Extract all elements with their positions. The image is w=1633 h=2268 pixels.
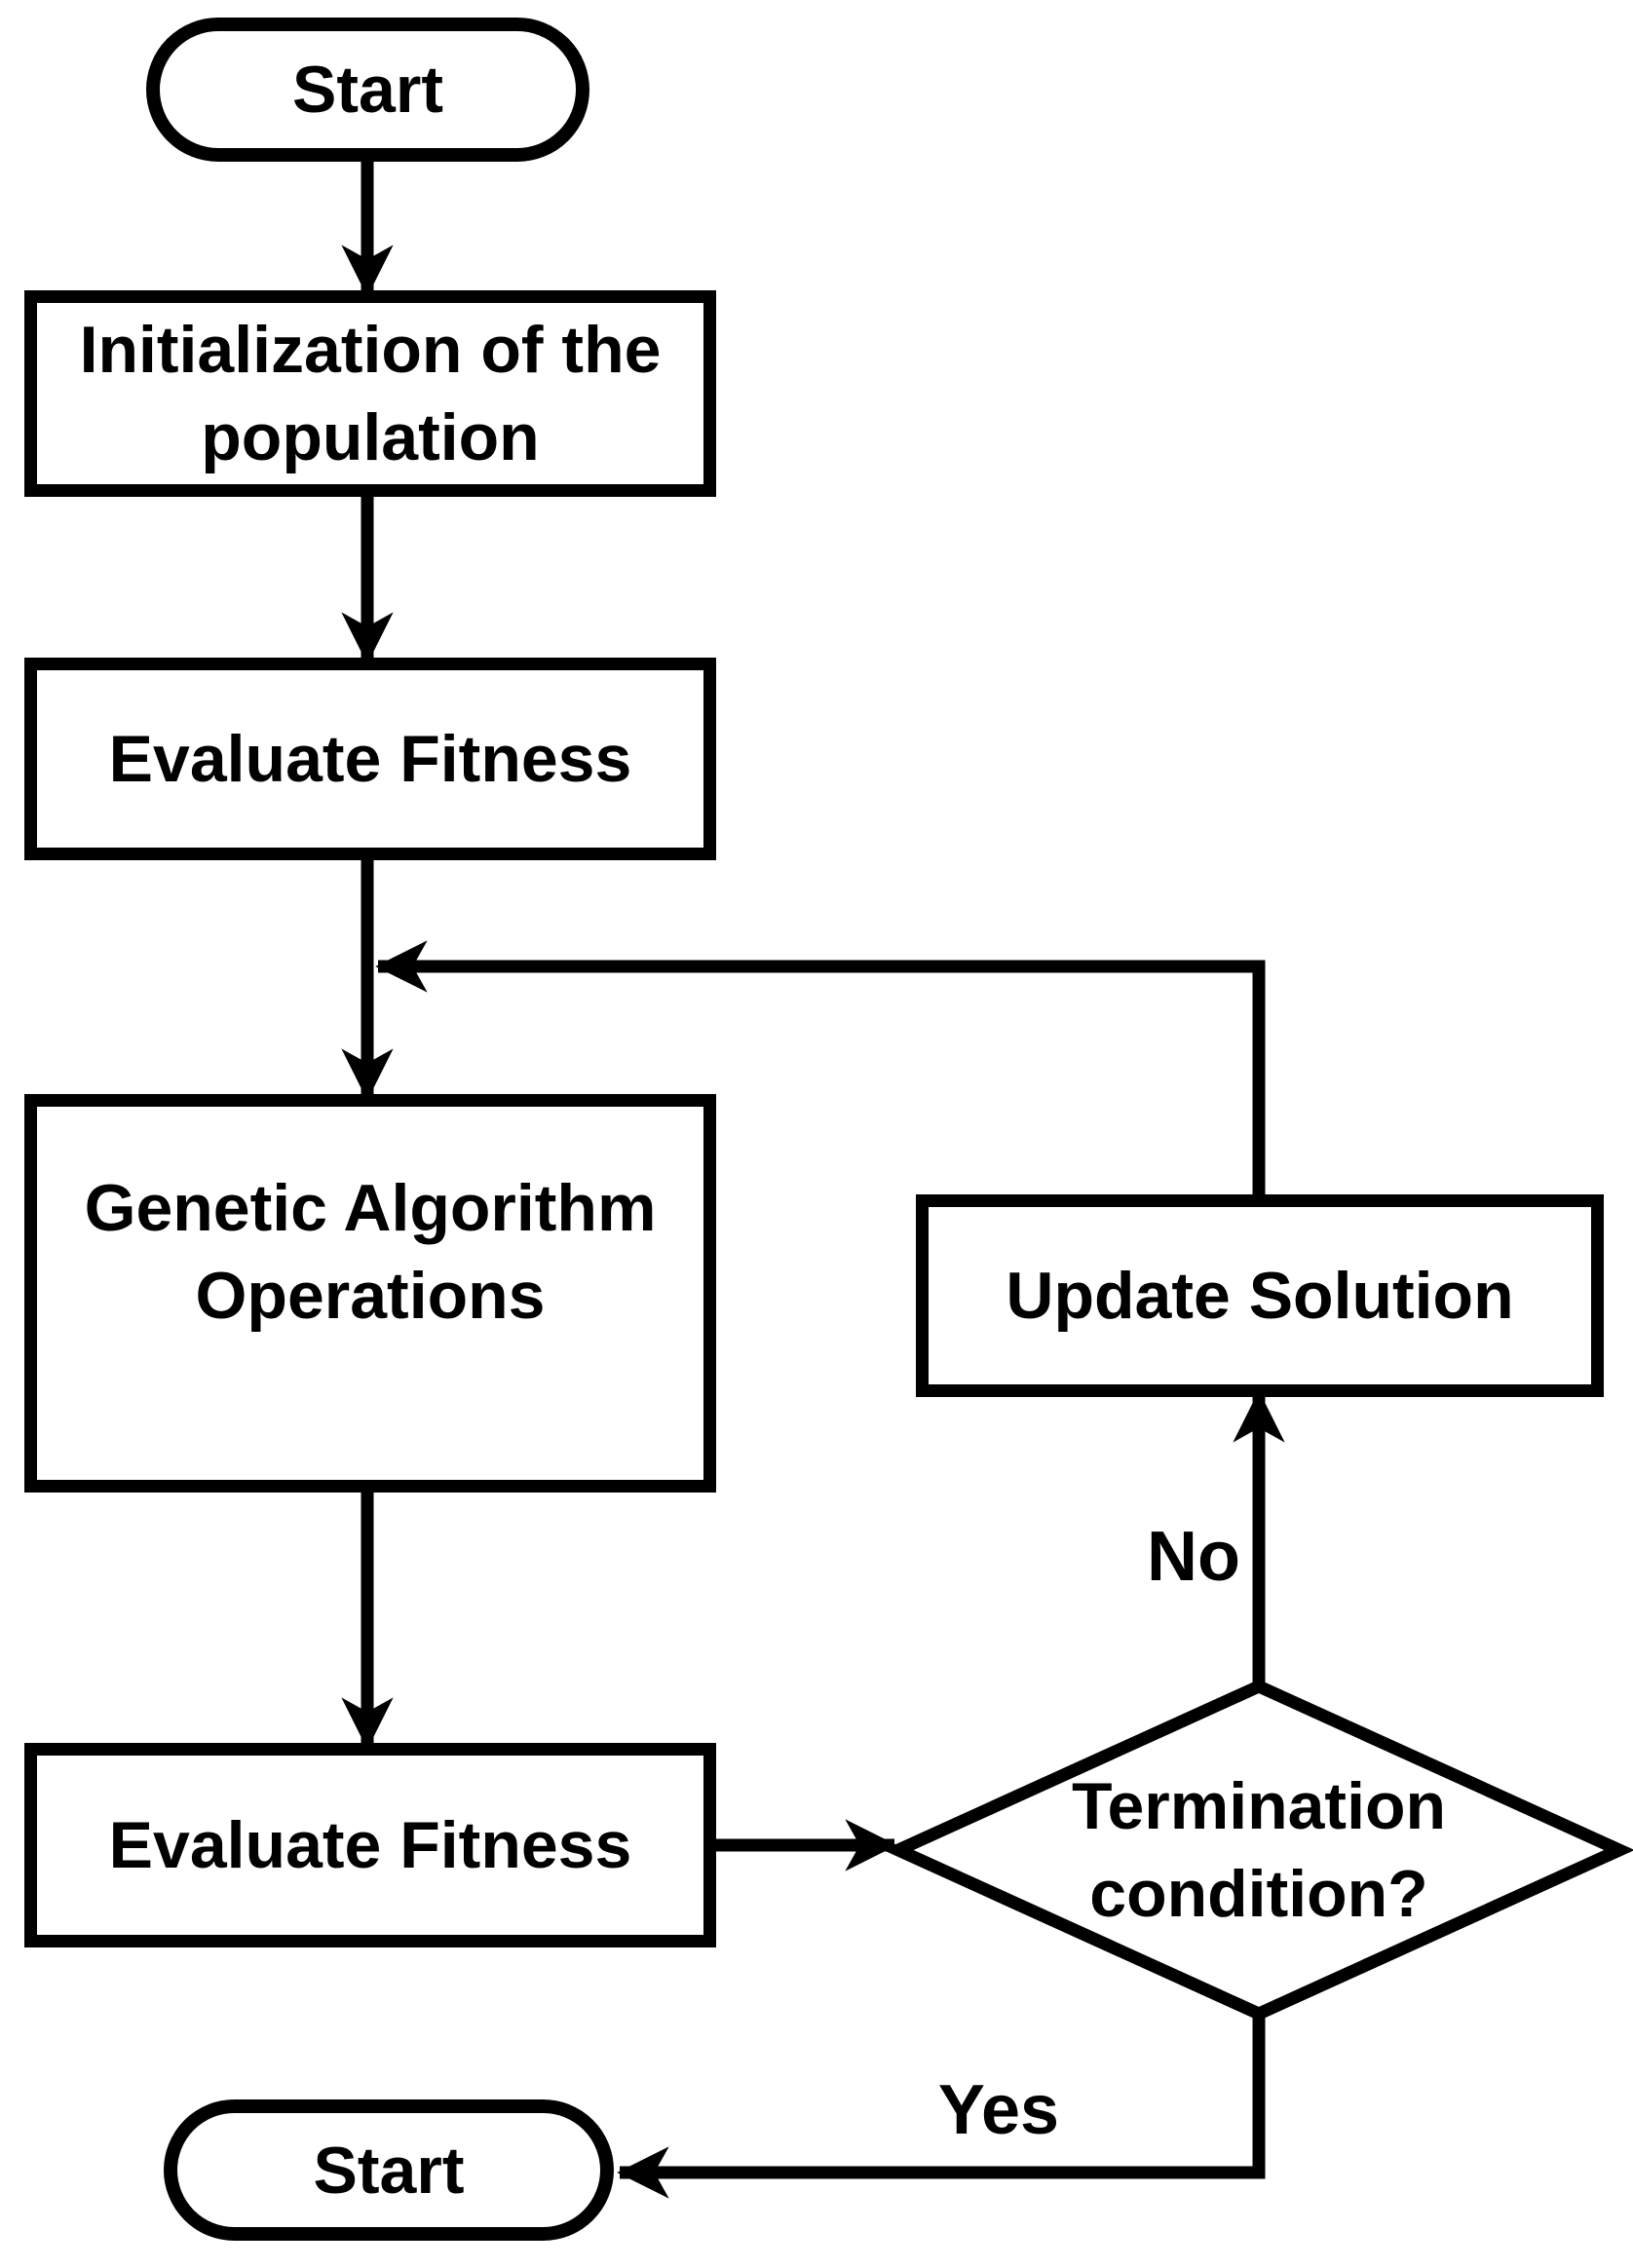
evaluate-fitness-2-label: Evaluate Fitness <box>108 1808 632 1882</box>
node-start-top: Start <box>146 18 589 162</box>
initialization-label-line2: population <box>201 400 540 474</box>
decision-diamond-shape <box>883 1679 1633 2022</box>
node-evaluate-fitness-1: Evaluate Fitness <box>24 658 716 860</box>
node-genetic-algorithm-operations: Genetic Algorithm Operations <box>24 1094 716 1493</box>
ga-operations-label-line1: Genetic Algorithm <box>84 1171 657 1245</box>
ga-operations-label-line2: Operations <box>195 1259 546 1333</box>
start-top-label: Start <box>292 53 443 127</box>
node-initialization-of-population: Initialization of the population <box>24 290 716 497</box>
initialization-label-line1: Initialization of the <box>79 313 662 387</box>
update-solution-label: Update Solution <box>1006 1259 1514 1333</box>
edge-label-yes: Yes <box>937 2071 1060 2149</box>
start-bottom-label: Start <box>313 2133 465 2208</box>
node-update-solution: Update Solution <box>916 1194 1604 1397</box>
edge-update-solution-to-loop-junction <box>375 940 1266 1194</box>
node-start-bottom: Start <box>164 2099 614 2241</box>
edge-label-no: No <box>1147 1518 1240 1596</box>
evaluate-fitness-1-label: Evaluate Fitness <box>108 722 632 796</box>
node-evaluate-fitness-2: Evaluate Fitness <box>24 1743 716 1947</box>
edge-decision-yes-to-start-bottom <box>617 2014 1266 2199</box>
